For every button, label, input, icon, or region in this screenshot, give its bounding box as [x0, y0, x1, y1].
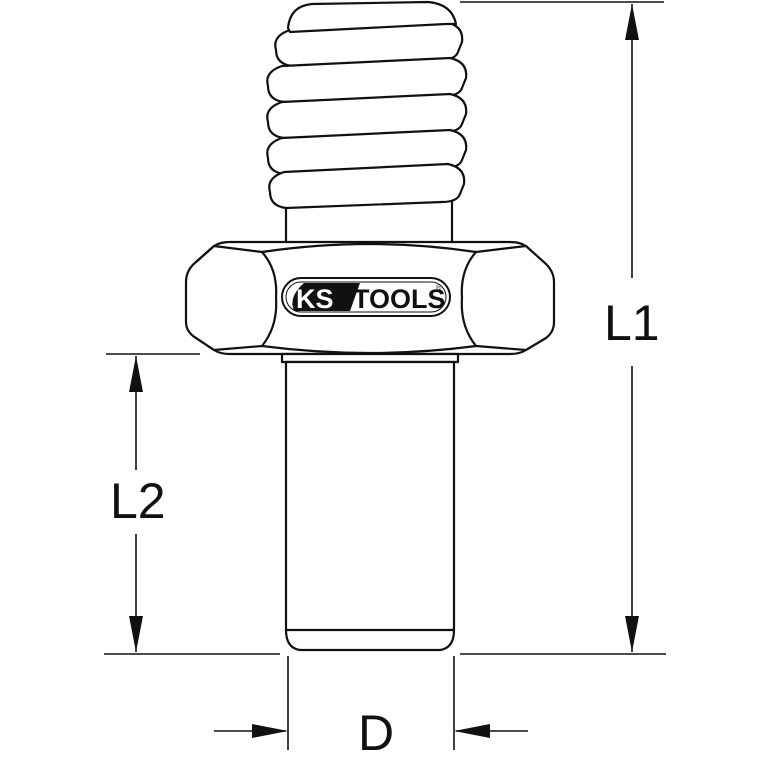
hex-facet-left-edge — [195, 245, 215, 351]
logo-tools-text: TOOLS — [353, 284, 446, 314]
label-d: D — [358, 705, 394, 761]
l1-arrow-bottom — [625, 616, 639, 652]
logo-ks-text: KS — [296, 284, 334, 314]
thread-crest — [266, 56, 468, 104]
thread-section — [266, 0, 468, 246]
label-l1: L1 — [604, 295, 660, 351]
shank-body — [284, 360, 456, 652]
logo-registered-mark: ® — [436, 284, 442, 292]
shank — [280, 352, 460, 652]
hex-facet-right — [460, 244, 527, 352]
dimension-lines — [104, 1, 666, 750]
logo-frame-inner — [285, 281, 447, 313]
hex-facet-left — [213, 244, 278, 352]
thread-crest — [274, 20, 464, 68]
hex-face-top — [261, 242, 477, 254]
thread-top — [286, 0, 458, 34]
shank-collar — [280, 352, 460, 364]
l1-arrow-top — [625, 4, 639, 40]
d-arrow-left — [252, 724, 288, 738]
l2-arrow-top — [129, 356, 143, 392]
dimension-labels: L1 L2 D — [110, 295, 660, 761]
thread-crest — [266, 92, 468, 140]
l2-arrow-bottom — [129, 616, 143, 652]
ks-tools-logo: KS TOOLS ® — [281, 277, 451, 317]
d-arrow-right — [454, 724, 490, 738]
thread-crest — [268, 162, 466, 210]
label-l2: L2 — [110, 473, 166, 529]
thread-crest — [266, 128, 468, 176]
logo-ks-badge — [292, 283, 360, 311]
